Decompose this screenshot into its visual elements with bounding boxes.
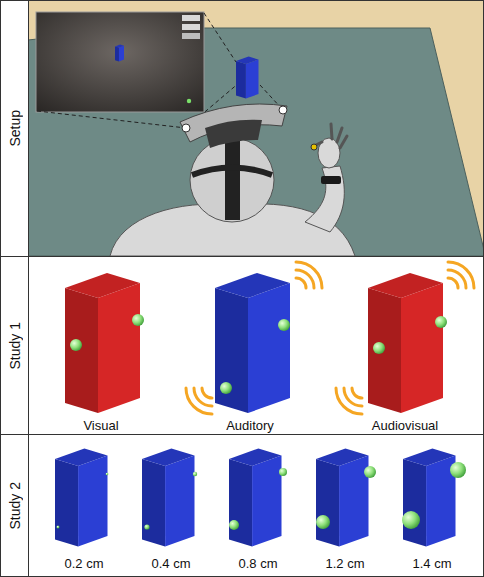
sound-waves bbox=[186, 262, 474, 414]
row-label-column: Study 2 bbox=[1, 435, 29, 576]
ui-button bbox=[182, 24, 200, 30]
target-box bbox=[55, 449, 108, 547]
finger-marker bbox=[311, 144, 317, 150]
target-box bbox=[403, 449, 456, 547]
target-box bbox=[215, 273, 290, 413]
fingers bbox=[314, 124, 347, 148]
ui-button bbox=[182, 15, 200, 21]
target-box bbox=[368, 273, 443, 413]
panel-band: Setup bbox=[0, 0, 484, 257]
row-label-column: Study 1 bbox=[1, 257, 29, 434]
size-label: 0.8 cm bbox=[238, 556, 277, 571]
arm bbox=[305, 166, 344, 232]
spheres bbox=[57, 462, 467, 530]
marker-dot bbox=[279, 106, 287, 114]
target-box bbox=[142, 449, 195, 547]
headset-body bbox=[205, 120, 262, 148]
spheres bbox=[70, 314, 447, 394]
panel-band: Study 1 bbox=[0, 256, 484, 435]
row-label: Setup bbox=[7, 110, 23, 147]
inset-cursor bbox=[187, 99, 191, 103]
marker-dot bbox=[182, 124, 190, 132]
target-box bbox=[236, 57, 259, 99]
screen-inset bbox=[36, 12, 204, 112]
row-label: Study 1 bbox=[7, 322, 23, 369]
target-box bbox=[316, 449, 369, 547]
inset-target bbox=[115, 45, 124, 62]
condition-label: Auditory bbox=[226, 418, 274, 433]
wrist-tracker bbox=[321, 176, 341, 184]
size-label: 1.4 cm bbox=[412, 556, 451, 571]
condition-label: Visual bbox=[83, 418, 118, 433]
size-label: 0.4 cm bbox=[151, 556, 190, 571]
ui-button bbox=[182, 33, 200, 39]
wall bbox=[28, 0, 484, 256]
target-box bbox=[65, 273, 140, 413]
condition-label: Audiovisual bbox=[372, 418, 439, 433]
size-label: 1.2 cm bbox=[325, 556, 364, 571]
headset-strap bbox=[192, 168, 272, 176]
target-box bbox=[229, 449, 282, 547]
row-label-column: Setup bbox=[1, 1, 29, 256]
row-label: Study 2 bbox=[7, 482, 23, 529]
size-label: 0.2 cm bbox=[64, 556, 103, 571]
